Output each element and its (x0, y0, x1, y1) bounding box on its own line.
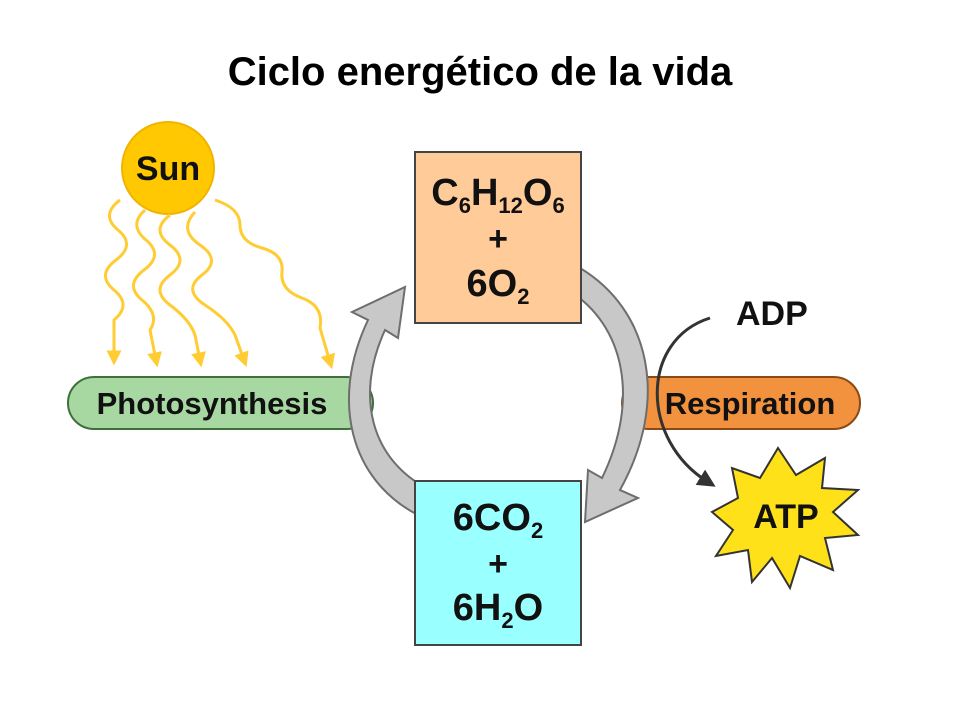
oxygen-formula: 6O2 (467, 263, 530, 309)
water-formula: 6H2O (453, 587, 543, 633)
glucose-box (414, 151, 582, 324)
sun-circle (121, 121, 215, 215)
co2-sub: 2 (531, 518, 543, 543)
left-cycle-arrow (348, 285, 432, 517)
co2-water-box (414, 480, 582, 646)
photosynthesis-label: Photosynthesis (97, 386, 328, 421)
glucose-o-sub: 6 (552, 193, 564, 218)
sun-rays (104, 198, 336, 370)
right-cycle-arrow (566, 266, 649, 524)
ray-2 (132, 208, 162, 368)
water-sub: 2 (501, 608, 513, 633)
glucose-o: O (523, 172, 553, 214)
glucose-h: H (471, 172, 498, 214)
adp-atp-arrow (655, 316, 716, 487)
glucose-c: C (431, 172, 458, 214)
glucose-c-sub: 6 (459, 193, 471, 218)
ray-1 (104, 198, 128, 366)
atp-starburst (710, 446, 861, 591)
adp-label: ADP (736, 295, 808, 333)
glucose-h-sub: 12 (498, 193, 522, 218)
water-o: O (514, 587, 544, 629)
oxygen-coef: 6O (467, 263, 518, 305)
bottom-plus: + (488, 545, 508, 583)
photosynthesis-pill (67, 376, 374, 430)
sun-label: Sun (136, 150, 200, 188)
water-h: 6H (453, 587, 502, 629)
co2-coef: 6CO (453, 497, 531, 539)
ray-5 (214, 198, 336, 370)
respiration-label: Respiration (665, 386, 836, 421)
glucose-formula: C6H12O6 (431, 172, 564, 218)
ray-4 (186, 210, 249, 368)
cycle-arrows (348, 266, 649, 524)
glucose-plus: + (488, 220, 508, 258)
atp-label: ATP (753, 498, 818, 536)
page-title: Ciclo energético de la vida (227, 50, 733, 94)
ray-3 (158, 213, 206, 368)
co2-formula: 6CO2 (453, 497, 543, 543)
oxygen-sub: 2 (517, 284, 529, 309)
